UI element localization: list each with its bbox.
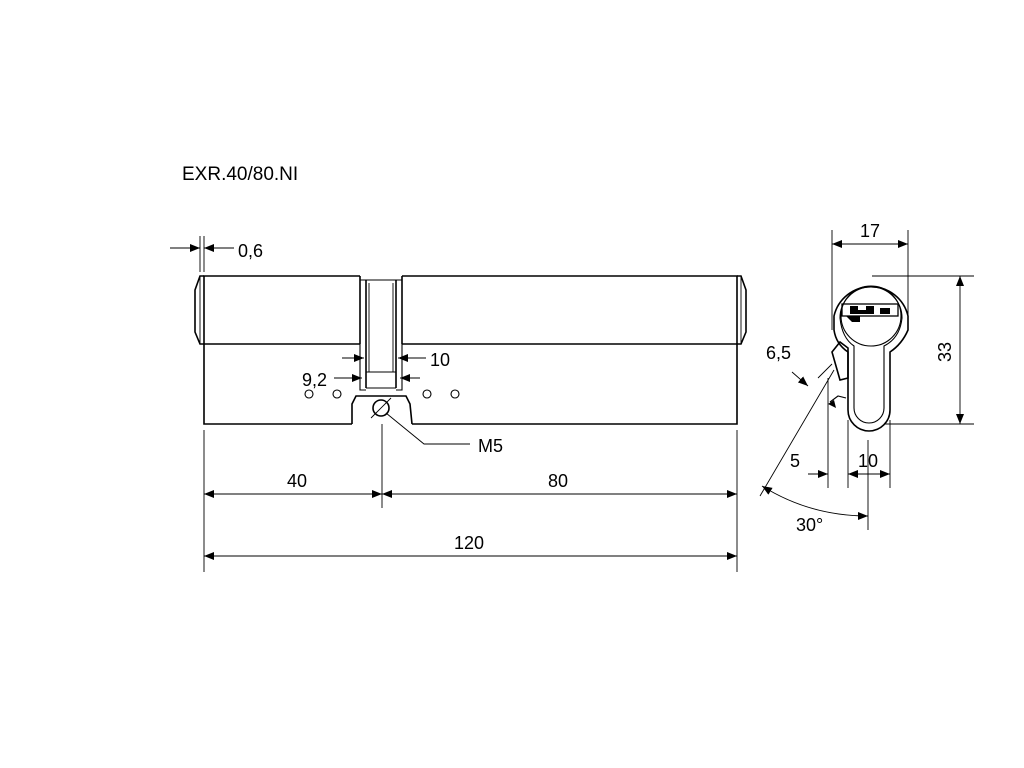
pin-hole bbox=[304, 389, 314, 399]
keyway bbox=[841, 303, 899, 322]
left-length-label: 40 bbox=[287, 471, 307, 491]
dimension-profile-height: 33 bbox=[872, 275, 974, 425]
thread-label: M5 bbox=[478, 436, 503, 456]
dimension-offset: 0,6 bbox=[170, 236, 263, 272]
dimension-bottom: 5 10 bbox=[790, 378, 891, 488]
cam-thickness-label: 6,5 bbox=[766, 343, 791, 363]
cylinder-side-view bbox=[194, 275, 747, 425]
screw-hole bbox=[372, 399, 390, 417]
thread-callout: M5 bbox=[385, 412, 503, 456]
cam-offset-label: 5 bbox=[790, 451, 800, 471]
cam bbox=[831, 340, 849, 381]
dimension-profile-width: 17 bbox=[831, 221, 909, 330]
cam-depth-label: 9,2 bbox=[302, 370, 327, 390]
right-cylinder-half bbox=[402, 275, 738, 425]
dimension-angle: 30° bbox=[759, 369, 869, 535]
total-length-label: 120 bbox=[454, 533, 484, 553]
cam-width-label: 10 bbox=[430, 350, 450, 370]
left-end-cap bbox=[194, 275, 204, 345]
pin-hole bbox=[422, 389, 432, 399]
profile-width-label: 17 bbox=[860, 221, 880, 241]
pin-hole bbox=[332, 389, 342, 399]
dimension-cam-thickness: 6,5 bbox=[766, 343, 833, 387]
left-cylinder-half bbox=[203, 275, 360, 425]
part-number-title: EXR.40/80.NI bbox=[182, 164, 298, 185]
dimension-left-right: 40 80 bbox=[204, 471, 737, 498]
pin-hole bbox=[450, 389, 460, 399]
cylinder-end-view bbox=[828, 285, 909, 432]
right-end-cap bbox=[737, 275, 747, 345]
dimension-cam-depth: 9,2 bbox=[302, 370, 420, 390]
cam-slot bbox=[359, 279, 403, 391]
offset-label: 0,6 bbox=[238, 241, 263, 261]
angle-label: 30° bbox=[796, 515, 823, 535]
right-length-label: 80 bbox=[548, 471, 568, 491]
screw-boss bbox=[351, 395, 413, 425]
profile-height-label: 33 bbox=[935, 342, 955, 362]
dimension-cam-width: 10 bbox=[342, 350, 450, 370]
dimension-total: 120 bbox=[204, 533, 737, 560]
